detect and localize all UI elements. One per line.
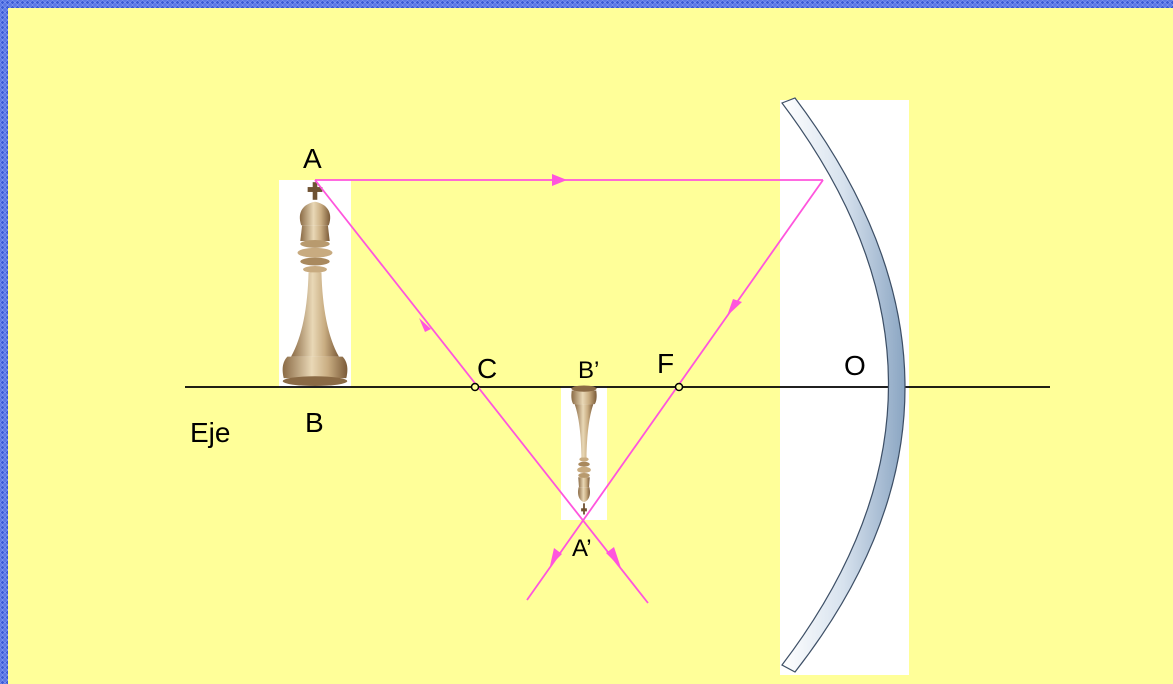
arrow-reflected-ray-lower [550,548,562,566]
arrow-center-ray [419,318,431,332]
label-object-top: A [303,143,322,174]
light-rays [314,179,824,604]
label-image-base: B’ [578,357,599,384]
label-image-top: A’ [572,535,592,562]
slide-frame-top [0,0,1173,8]
ray-through-center [314,179,649,604]
label-vertex: O [844,350,866,381]
center-point-marker [470,382,480,392]
arrow-parallel-ray [552,174,567,186]
arrow-center-ray-lower [606,547,621,568]
label-axis: Eje [190,417,230,448]
ray-arrowheads [419,174,742,568]
label-object-base: B [305,407,324,438]
focus-point-marker [674,382,684,392]
arrow-reflected-ray [727,299,742,316]
ray-reflected-through-focus [526,179,824,601]
slide-frame-left [0,0,8,684]
concave-mirror [781,97,906,673]
label-center: C [477,353,497,384]
label-focus: F [657,348,674,379]
